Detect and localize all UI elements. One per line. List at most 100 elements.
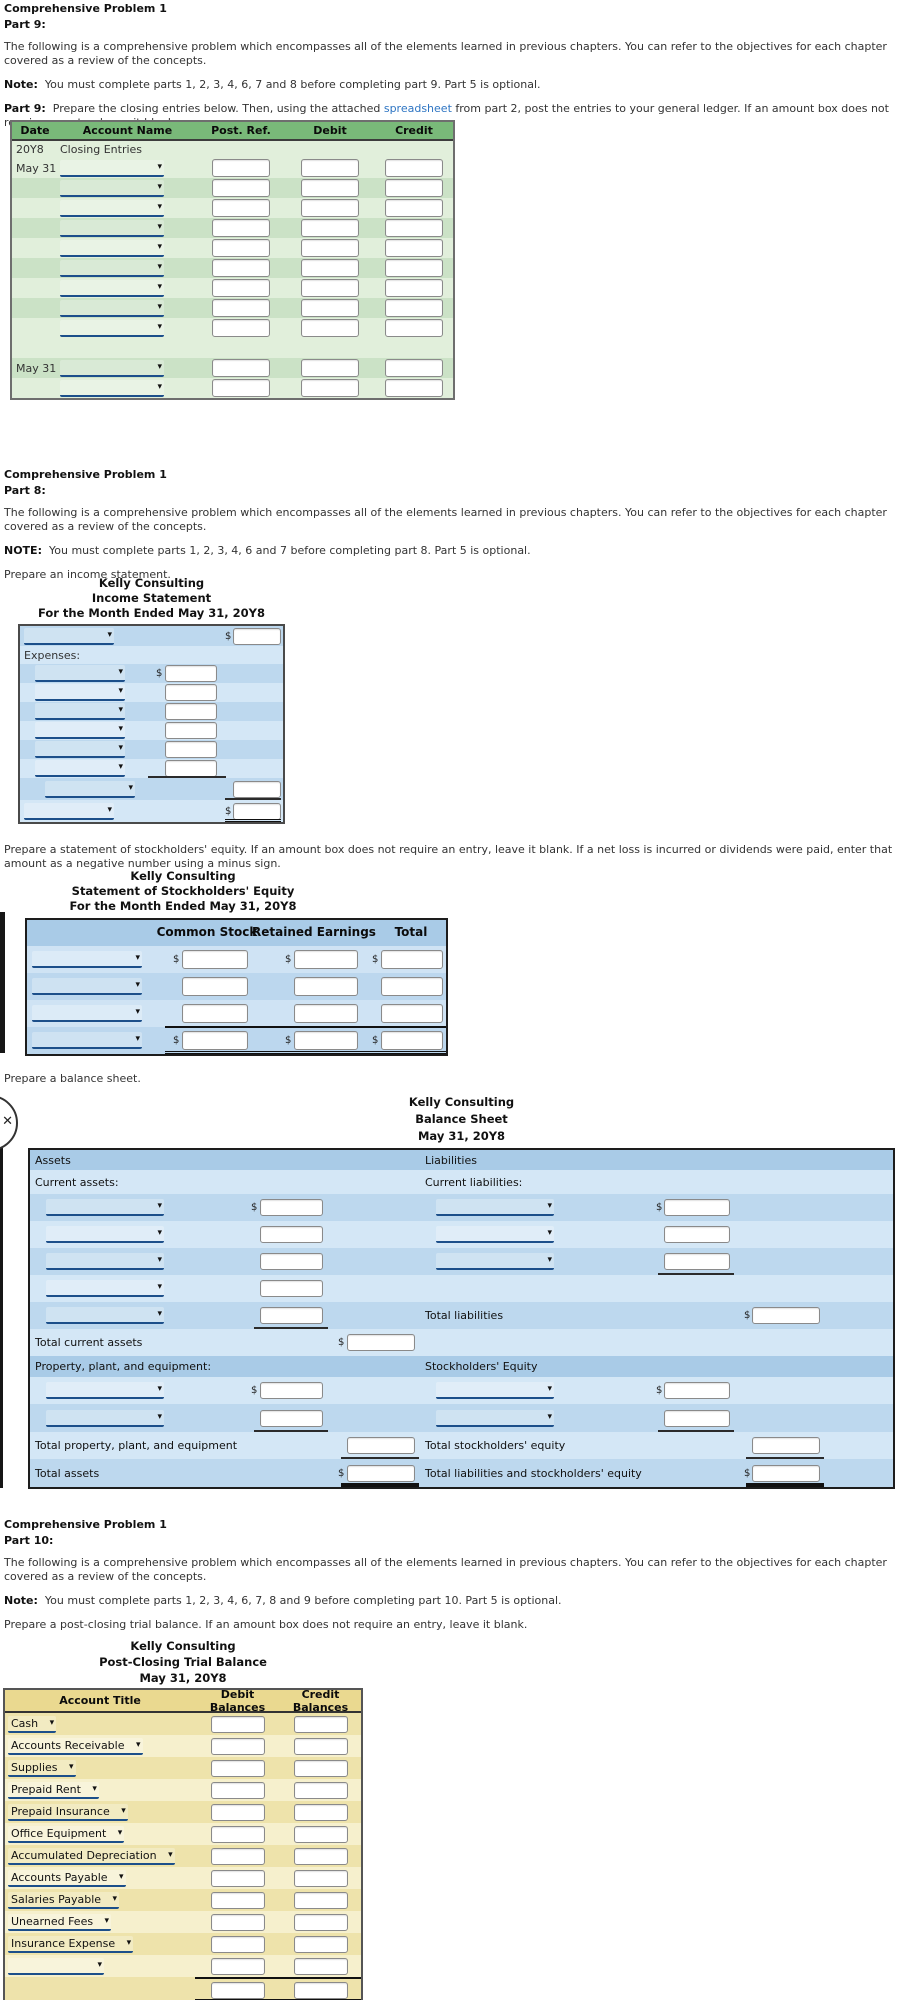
common-stock-input[interactable] — [182, 950, 248, 969]
debit-balance-input[interactable] — [210, 1737, 265, 1755]
postref-input[interactable] — [212, 199, 270, 217]
asset-amount-input[interactable] — [260, 1280, 323, 1297]
credit-balance-input[interactable] — [293, 1715, 348, 1733]
total-liabilities-input[interactable] — [752, 1307, 820, 1324]
account-name-select[interactable]: ▾ — [60, 259, 164, 277]
debit-input[interactable] — [301, 199, 359, 217]
asset-amount-input[interactable] — [260, 1409, 323, 1427]
credit-balance-input[interactable] — [293, 1803, 348, 1821]
debit-balance-input[interactable] — [210, 1869, 265, 1887]
postref-input[interactable] — [212, 279, 270, 297]
account-select[interactable]: ▾ — [35, 722, 125, 739]
credit-balance-input[interactable] — [293, 1781, 348, 1799]
credit-input[interactable] — [385, 279, 443, 297]
account-title-select[interactable]: Accumulated Depreciation▾ — [8, 1847, 175, 1865]
account-select[interactable]: ▾ — [24, 802, 114, 820]
asset-account-select[interactable]: ▾ — [46, 1307, 164, 1324]
account-select[interactable]: ▾ — [35, 760, 125, 777]
account-name-select[interactable]: ▾ — [60, 199, 164, 217]
account-name-select[interactable]: ▾ — [60, 319, 164, 337]
credit-input[interactable] — [385, 359, 443, 377]
postref-input[interactable] — [212, 219, 270, 237]
amount-input[interactable] — [165, 703, 217, 720]
credit-balance-input[interactable] — [293, 1737, 348, 1755]
account-title-select[interactable]: Accounts Payable▾ — [8, 1869, 126, 1887]
debit-input[interactable] — [301, 259, 359, 277]
total-current-assets-input[interactable] — [347, 1334, 415, 1351]
account-select[interactable]: ▾ — [35, 703, 125, 720]
total-input[interactable] — [381, 977, 443, 996]
debit-balance-input[interactable] — [210, 1891, 265, 1909]
total-liab-equity-input[interactable] — [752, 1464, 820, 1482]
account-name-select[interactable]: ▾ — [60, 219, 164, 237]
account-title-select[interactable]: ▾ — [8, 1957, 104, 1975]
credit-input[interactable] — [385, 379, 443, 397]
credit-input[interactable] — [385, 259, 443, 277]
total-input[interactable] — [381, 1004, 443, 1023]
debit-input[interactable] — [301, 319, 359, 337]
credit-balance-input[interactable] — [293, 1759, 348, 1777]
retained-earnings-input[interactable] — [294, 950, 358, 969]
debit-balance-input[interactable] — [210, 1803, 265, 1821]
equity-account-select[interactable]: ▾ — [436, 1382, 554, 1399]
account-title-select[interactable]: Unearned Fees▾ — [8, 1913, 112, 1931]
credit-balance-input[interactable] — [293, 1913, 348, 1931]
account-select[interactable]: ▾ — [45, 780, 135, 798]
postref-input[interactable] — [212, 159, 270, 177]
account-title-select[interactable]: Prepaid Insurance▾ — [8, 1803, 128, 1821]
debit-balance-input[interactable] — [210, 1759, 265, 1777]
account-name-select[interactable]: ▾ — [60, 159, 164, 177]
account-title-select[interactable]: Insurance Expense▾ — [8, 1935, 134, 1953]
common-stock-input[interactable] — [182, 1031, 248, 1050]
debit-input[interactable] — [301, 279, 359, 297]
account-select[interactable]: ▾ — [24, 627, 114, 645]
retained-earnings-input[interactable] — [294, 977, 358, 996]
credit-input[interactable] — [385, 159, 443, 177]
account-name-select[interactable]: ▾ — [60, 299, 164, 317]
postref-input[interactable] — [212, 299, 270, 317]
credit-input[interactable] — [385, 219, 443, 237]
total-stockholders-equity-input[interactable] — [752, 1437, 820, 1454]
asset-account-select[interactable]: ▾ — [46, 1253, 164, 1270]
credit-balance-input[interactable] — [293, 1847, 348, 1865]
account-name-select[interactable]: ▾ — [60, 239, 164, 257]
asset-account-select[interactable]: ▾ — [46, 1409, 164, 1427]
debit-balance-input[interactable] — [210, 1715, 265, 1733]
credit-input[interactable] — [385, 239, 443, 257]
asset-account-select[interactable]: ▾ — [46, 1280, 164, 1297]
liability-account-select[interactable]: ▾ — [436, 1199, 554, 1216]
equity-account-select[interactable]: ▾ — [436, 1409, 554, 1427]
spreadsheet-link[interactable]: spreadsheet — [383, 102, 452, 115]
asset-account-select[interactable]: ▾ — [46, 1382, 164, 1399]
account-name-select[interactable]: ▾ — [60, 279, 164, 297]
total-input[interactable] — [381, 1031, 443, 1050]
debit-input[interactable] — [301, 359, 359, 377]
amount-input[interactable] — [165, 741, 217, 758]
common-stock-input[interactable] — [182, 977, 248, 996]
debit-total-input[interactable] — [210, 1981, 265, 1999]
common-stock-input[interactable] — [182, 1004, 248, 1023]
credit-balance-input[interactable] — [293, 1891, 348, 1909]
account-title-select[interactable]: Prepaid Rent▾ — [8, 1781, 99, 1799]
equity-amount-input[interactable] — [664, 1409, 730, 1427]
postref-input[interactable] — [212, 179, 270, 197]
credit-balance-input[interactable] — [293, 1869, 348, 1887]
debit-balance-input[interactable] — [210, 1913, 265, 1931]
debit-balance-input[interactable] — [210, 1957, 265, 1975]
amount-input[interactable] — [165, 665, 217, 682]
debit-input[interactable] — [301, 219, 359, 237]
account-select[interactable]: ▾ — [35, 741, 125, 758]
asset-amount-input[interactable] — [260, 1199, 323, 1216]
debit-input[interactable] — [301, 379, 359, 397]
amount-input[interactable] — [165, 684, 217, 701]
credit-balance-input[interactable] — [293, 1825, 348, 1843]
postref-input[interactable] — [212, 319, 270, 337]
account-name-select[interactable]: ▾ — [60, 359, 164, 377]
amount-input[interactable] — [165, 760, 217, 777]
credit-input[interactable] — [385, 199, 443, 217]
equity-line-select[interactable]: ▾ — [32, 1032, 142, 1049]
debit-input[interactable] — [301, 159, 359, 177]
account-title-select[interactable]: Supplies▾ — [8, 1759, 76, 1777]
account-select[interactable]: ▾ — [35, 665, 125, 682]
asset-amount-input[interactable] — [260, 1226, 323, 1243]
